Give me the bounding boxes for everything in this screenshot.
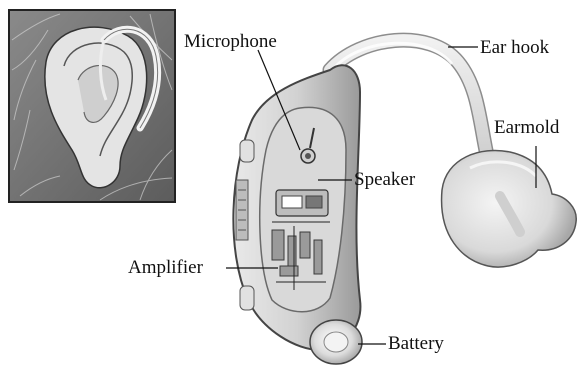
speaker-label: Speaker xyxy=(354,170,415,189)
battery-label: Battery xyxy=(388,334,444,353)
ear-illustration xyxy=(9,10,175,202)
amplifier-label: Amplifier xyxy=(128,258,203,277)
earmold-shape xyxy=(442,151,577,268)
hearing-aid-body xyxy=(233,65,362,364)
microphone-label: Microphone xyxy=(184,32,277,51)
earmold-label: Earmold xyxy=(494,118,559,137)
ear-hook-label: Ear hook xyxy=(480,38,549,57)
